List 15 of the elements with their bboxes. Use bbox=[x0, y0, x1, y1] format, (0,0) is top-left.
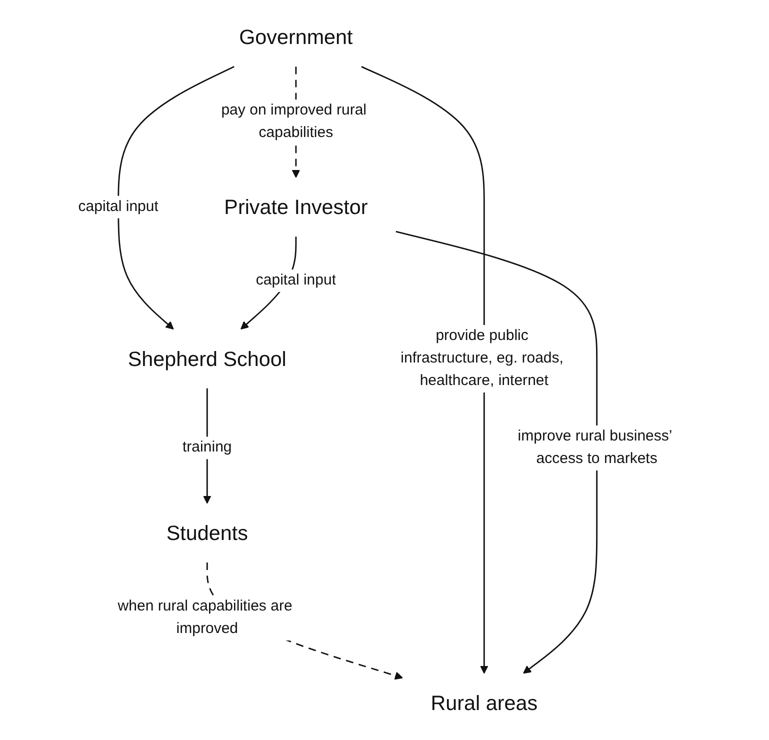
edge-label: training bbox=[182, 439, 232, 456]
node-text: Rural areas bbox=[430, 691, 538, 715]
arrow bbox=[396, 230, 598, 674]
arrow bbox=[361, 66, 488, 674]
edge-label: capital input bbox=[78, 198, 158, 215]
node-text: Private Investor bbox=[224, 195, 368, 219]
edge-label: improve rural business’ access to markets bbox=[518, 428, 672, 467]
edge-label: pay on improved rural capabilities bbox=[221, 102, 367, 141]
edge-label: provide public infrastructure, eg. roads, healthcare, internet bbox=[400, 328, 564, 389]
node-text: Students bbox=[166, 521, 248, 545]
node-text: Government bbox=[239, 25, 353, 49]
edge-label: when rural capabilities are improved bbox=[118, 598, 292, 637]
node-text: Shepherd School bbox=[128, 346, 286, 370]
arrow bbox=[118, 66, 234, 330]
edge-label: capital input bbox=[256, 272, 336, 288]
